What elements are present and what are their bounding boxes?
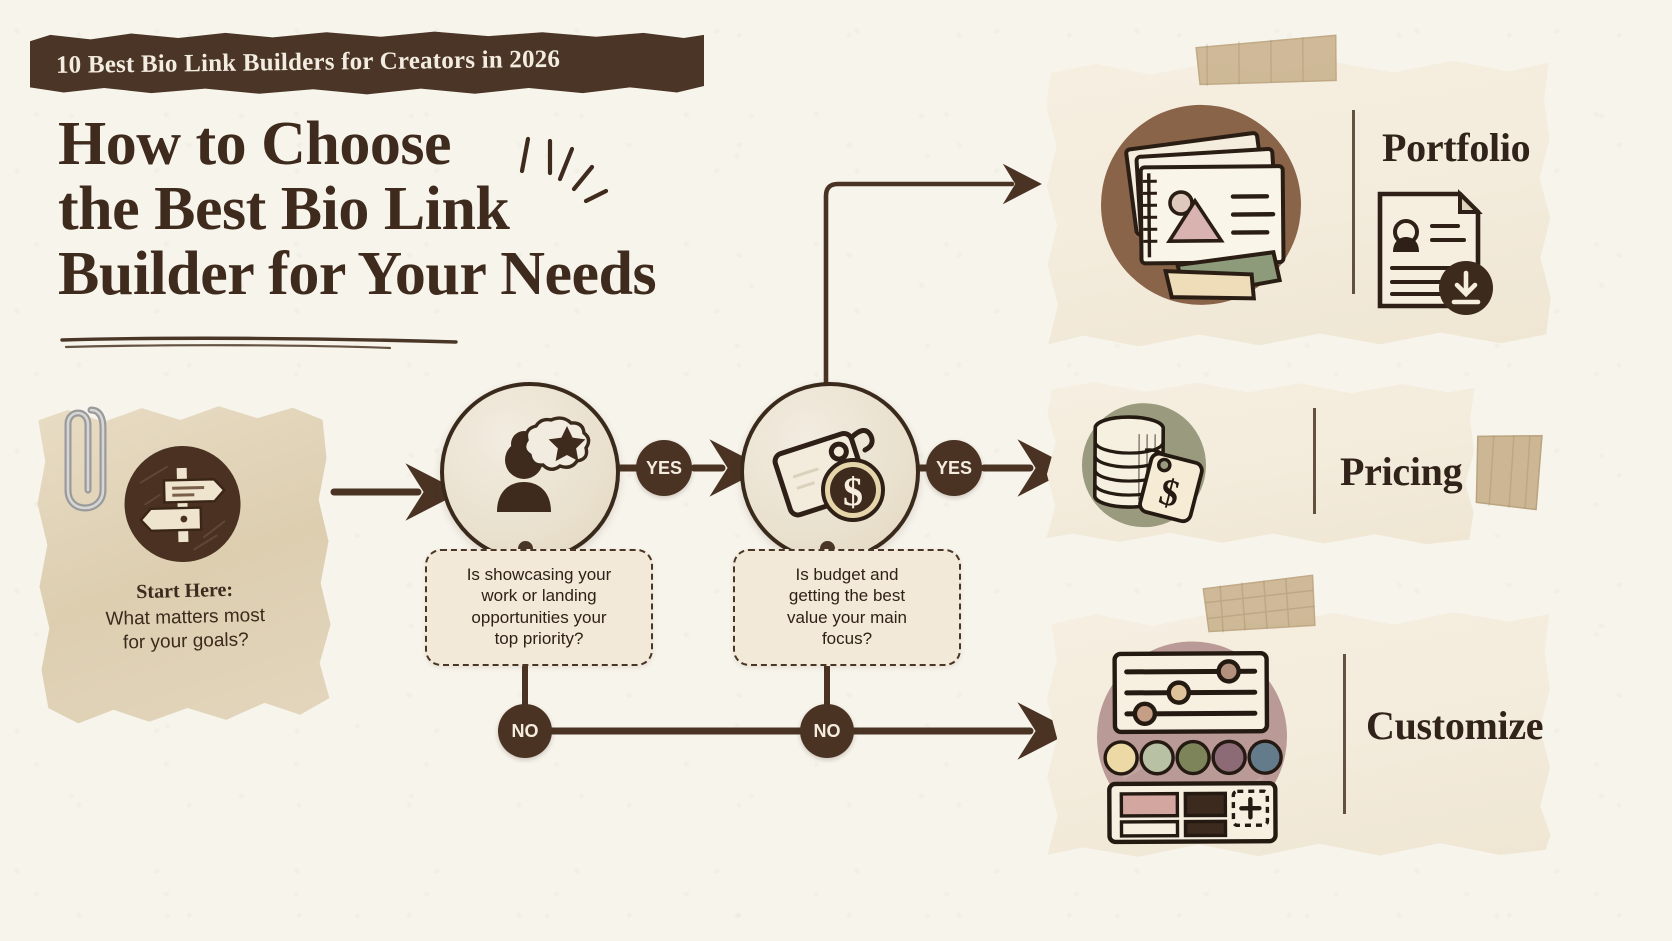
- question-showcase-line-4: top priority?: [494, 629, 584, 649]
- result-label-pricing: Pricing: [1340, 449, 1463, 494]
- divider-customize: [1343, 654, 1346, 814]
- result-card-portfolio[interactable]: [1046, 60, 1551, 347]
- washi-tape-customize: [1202, 574, 1316, 633]
- badge-yes-showcase[interactable]: YES: [636, 440, 692, 496]
- badge-no-showcase-label: NO: [511, 720, 539, 741]
- resume-download-icon: [1377, 189, 1493, 315]
- badge-yes-showcase-label: YES: [645, 457, 683, 478]
- badge-yes-budget-label: YES: [935, 457, 973, 478]
- signpost-icon: [119, 441, 246, 568]
- price-tag-dollar-icon: $: [772, 428, 885, 522]
- question-box-budget: Is budget and getting the best value you…: [733, 549, 961, 666]
- badge-no-showcase[interactable]: NO: [498, 704, 552, 758]
- result-label-customize: Customize: [1366, 703, 1544, 748]
- question-showcase-line-3: opportunities your: [471, 607, 607, 627]
- divider-portfolio: [1352, 110, 1355, 294]
- svg-text:$: $: [843, 469, 863, 514]
- washi-tape-pricing: [1475, 434, 1543, 511]
- start-card[interactable]: Start Here: What matters most for your g…: [32, 400, 336, 727]
- decision-node-budget[interactable]: $: [740, 382, 920, 562]
- sparkle-icon: [519, 136, 609, 204]
- badge-yes-budget[interactable]: YES: [926, 440, 982, 496]
- washi-tape-portfolio: [1195, 34, 1337, 87]
- badge-no-budget[interactable]: NO: [800, 704, 854, 758]
- coin-stack-price-tag-icon: $: [1070, 392, 1217, 539]
- question-budget-line-2: getting the best: [788, 586, 906, 606]
- page-title-line-2: the Best Bio Link: [58, 175, 510, 244]
- divider-pricing: [1313, 408, 1316, 514]
- question-budget-line-4: focus?: [821, 629, 873, 649]
- start-card-title: Start Here:: [135, 578, 234, 604]
- sliders-palette-icon: [1082, 627, 1301, 846]
- result-card-pricing[interactable]: $: [1046, 382, 1474, 545]
- decision-node-showcase[interactable]: [440, 382, 620, 562]
- start-card-subtitle-line-1: What matters most: [105, 605, 266, 630]
- title-underline: [60, 336, 458, 350]
- banner-title: 10 Best Bio Link Builders for Creators i…: [55, 45, 561, 79]
- person-thought-star-icon: [497, 416, 591, 512]
- question-budget-line-1: Is budget and: [795, 565, 899, 584]
- result-card-customize[interactable]: [1046, 612, 1550, 858]
- result-label-portfolio: Portfolio: [1382, 125, 1531, 170]
- paperclip-icon: [64, 406, 107, 512]
- top-banner: 10 Best Bio Link Builders for Creators i…: [30, 31, 704, 95]
- page-title: How to Choose the Best Bio Link Builder …: [58, 110, 698, 309]
- page-title-line-1: How to Choose: [58, 110, 452, 178]
- question-showcase-line-1: Is showcasing your: [466, 565, 612, 584]
- photo-stack-icon: [1080, 84, 1322, 326]
- badge-no-budget-label: NO: [813, 720, 841, 741]
- page-title-line-3: Builder for Your Needs: [58, 240, 657, 309]
- question-showcase-line-2: work or landing: [481, 586, 597, 606]
- start-card-subtitle: What matters most for your goals?: [105, 604, 266, 655]
- start-card-subtitle-line-2: for your goals?: [122, 628, 249, 654]
- question-box-showcase: Is showcasing your work or landing oppor…: [425, 549, 653, 666]
- question-budget-line-3: value your main: [786, 607, 907, 627]
